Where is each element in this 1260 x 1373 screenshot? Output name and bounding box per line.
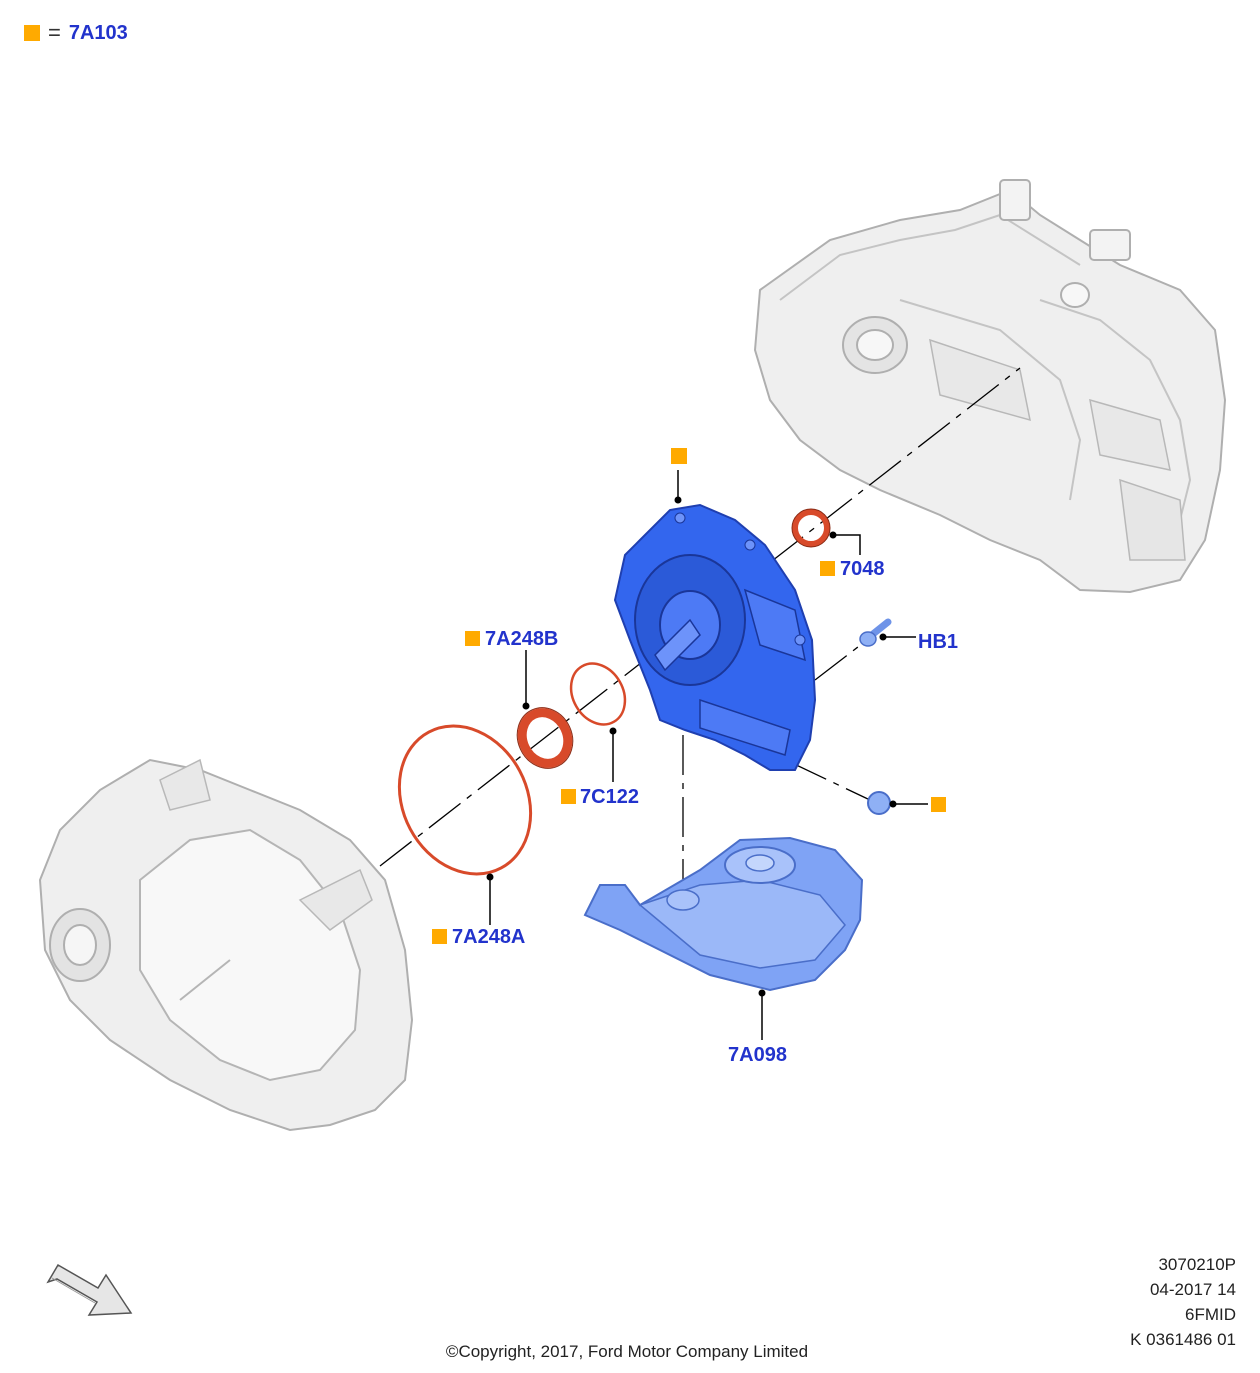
callout-hb1[interactable]: HB1 bbox=[918, 631, 958, 653]
leader-lines bbox=[489, 470, 928, 1040]
copyright-notice: ©Copyright, 2017, Ford Motor Company Lim… bbox=[445, 1342, 809, 1361]
drawing-date: 04-2017 14 bbox=[1149, 1280, 1236, 1299]
leader-dots bbox=[486, 496, 897, 997]
callout-7a098[interactable]: 7A098 bbox=[728, 1044, 787, 1066]
marker-square-icon bbox=[465, 631, 480, 646]
marker-square-icon bbox=[561, 789, 576, 804]
callout-7048[interactable]: 7048 bbox=[840, 558, 885, 580]
drawing-metadata: 3070210P 04-2017 14 6FMID K 0361486 01 bbox=[1130, 1252, 1236, 1352]
legend: = 7A103 bbox=[24, 20, 128, 46]
orientation-arrow-icon bbox=[46, 1263, 133, 1316]
seal-7a248b-illustration[interactable] bbox=[507, 698, 582, 777]
callout-7a248a[interactable]: 7A248A bbox=[452, 926, 525, 948]
callout-labels: 7048 HB1 7A248B 7C122 7A248A 7A098 bbox=[452, 558, 958, 1066]
o-ring-7c122-illustration[interactable] bbox=[560, 654, 635, 734]
drawing-model-code: 6FMID bbox=[1185, 1305, 1236, 1324]
callout-7c122[interactable]: 7C122 bbox=[580, 786, 639, 808]
marker-square-icon bbox=[931, 797, 946, 812]
callout-7a248b[interactable]: 7A248B bbox=[485, 628, 558, 650]
marker-square-icon bbox=[820, 561, 835, 576]
marker-square-icon bbox=[24, 25, 40, 41]
o-ring-7a248a-illustration[interactable] bbox=[374, 703, 556, 897]
converter-housing-illustration bbox=[38, 758, 414, 1132]
marker-square-icon bbox=[671, 448, 687, 464]
legend-part-code[interactable]: 7A103 bbox=[68, 21, 128, 44]
seal-7048-illustration[interactable] bbox=[791, 508, 831, 548]
oil-pump-body-illustration[interactable] bbox=[613, 503, 817, 771]
legend-equals: = bbox=[48, 20, 61, 45]
oil-filter-illustration[interactable] bbox=[583, 836, 864, 992]
marker-squares bbox=[432, 448, 946, 944]
drawing-reference: K 0361486 01 bbox=[1130, 1330, 1236, 1349]
marker-square-icon bbox=[432, 929, 447, 944]
bolt-hb1-illustration[interactable] bbox=[859, 618, 892, 647]
drawing-number: 3070210P bbox=[1158, 1255, 1236, 1274]
plug-illustration[interactable] bbox=[867, 791, 891, 815]
